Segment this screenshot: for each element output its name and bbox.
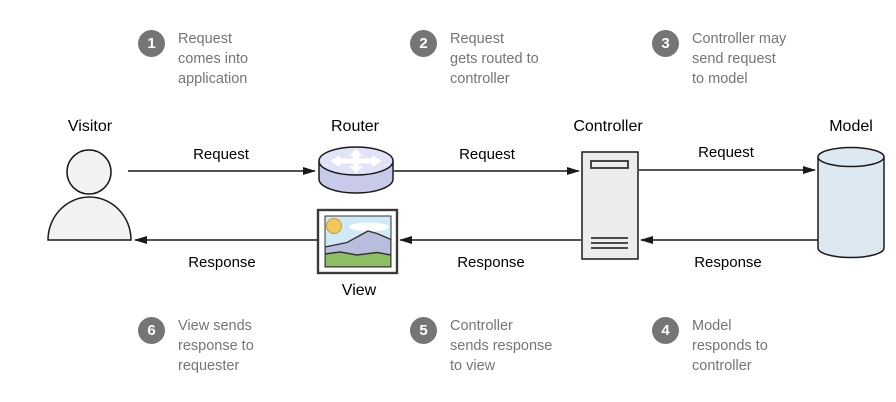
step-2: 2 Request gets routed to controller [410, 30, 539, 89]
step-6-text: View sends response to requester [178, 318, 254, 374]
step-2-badge: 2 [410, 30, 437, 57]
model-label: Model [829, 118, 873, 135]
step-3: 3 Controller may send request to model [652, 30, 786, 89]
request-label-2: Request [459, 146, 515, 163]
step-1-text: Request comes into application [178, 31, 249, 87]
step-1-badge: 1 [138, 30, 165, 57]
controller-icon [581, 151, 639, 260]
step-2-text: Request gets routed to controller [450, 31, 539, 87]
request-label-3: Request [698, 144, 754, 161]
router-direction-arrows [330, 149, 382, 173]
router-icon [318, 146, 394, 194]
view-label: View [341, 282, 377, 299]
step-4: 4 Model responds to controller [652, 317, 768, 376]
router-label: Router [330, 118, 380, 135]
request-label-1: Request [193, 146, 249, 163]
view-picture-icon [316, 208, 399, 275]
step-3-text: Controller may send request to model [692, 31, 787, 87]
response-label-1: Response [188, 254, 256, 271]
model-database-icon [817, 146, 885, 259]
controller-label: Controller [573, 118, 643, 135]
step-4-badge: 4 [652, 317, 679, 344]
response-label-3: Response [694, 254, 762, 271]
step-1: 1 Request comes into application [138, 30, 248, 89]
step-3-badge: 3 [652, 30, 679, 57]
step-6: 6 View sends response to requester [138, 317, 254, 376]
step-5-badge: 5 [410, 317, 437, 344]
response-label-2: Response [457, 254, 525, 271]
step-5: 5 Controller sends response to view [410, 317, 552, 376]
step-5-text: Controller sends response to view [450, 318, 553, 374]
step-4-text: Model responds to controller [692, 318, 768, 374]
visitor-label: Visitor [67, 118, 113, 135]
step-6-badge: 6 [138, 317, 165, 344]
visitor-person-icon [47, 149, 132, 241]
